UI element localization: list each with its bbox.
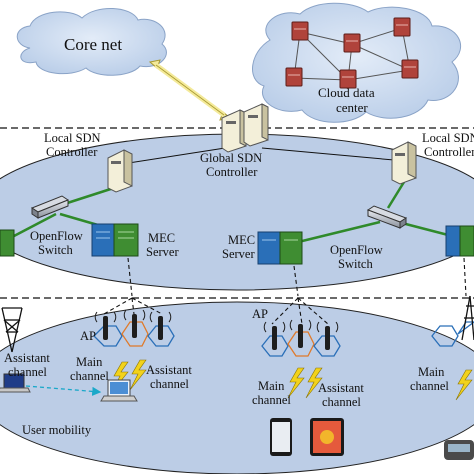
- server-icon: [339, 69, 357, 89]
- server-icon: [285, 67, 303, 87]
- macro-tower-right-icon: [461, 295, 474, 341]
- local-sdn-controller-left-label-line2: Controller: [46, 145, 98, 159]
- mec-server-left-icon: [0, 223, 139, 257]
- tablet-icon: [310, 418, 344, 456]
- antenna-icon: [149, 311, 172, 340]
- ap-mid-label: AP: [252, 307, 268, 321]
- openflow-switch-right-label-line1: OpenFlow: [330, 243, 383, 257]
- antenna-icon: [263, 321, 286, 350]
- user-mobility-label: User mobility: [22, 423, 92, 437]
- smartphone-icon: [270, 418, 292, 456]
- assistant-channel-mid2-label-line2: channel: [322, 395, 361, 409]
- antenna-icons: [94, 309, 339, 350]
- assistant-channel-mid2-label-line1: Assistant: [318, 381, 364, 395]
- assistant-channel-mid-label-line2: channel: [150, 377, 189, 391]
- mec-server-right-label-line1: MEC: [228, 233, 256, 247]
- assistant-channel-left-label-line2: channel: [8, 365, 47, 379]
- global-sdn-controller-label-line2: Controller: [206, 165, 258, 179]
- mec-server-right-icon: [257, 225, 474, 265]
- mec-ap-dashed-links: [103, 257, 467, 325]
- local-sdn-controller-right-label-line1: Local SDN: [422, 131, 474, 145]
- antenna-icon: [316, 321, 339, 350]
- local-sdn-controller-left-icon: [107, 149, 133, 193]
- assistant-channel-mid-label-line1: Assistant: [146, 363, 192, 377]
- antenna-icon: [94, 311, 117, 340]
- main-channel-mid-label-line1: Main: [258, 379, 285, 393]
- laptop-left-icon: [0, 373, 31, 393]
- local-sdn-controller-right-icon: [391, 141, 417, 185]
- server-icon: [291, 21, 309, 41]
- macro-tower-left-icon: [1, 307, 23, 353]
- control-links: [121, 147, 395, 165]
- car-icon: [444, 440, 474, 460]
- cloud-data-center-label-line1: Cloud data: [318, 85, 375, 100]
- ap-cells-mid: [261, 331, 341, 357]
- laptop-right-icon: [100, 379, 138, 402]
- ap-cells-right: [431, 321, 474, 347]
- server-icon: [343, 33, 361, 53]
- mec-server-left-label-line2: Server: [146, 245, 179, 259]
- mec-server-right-label-line2: Server: [222, 247, 255, 261]
- server-icon: [393, 17, 411, 37]
- openflow-switch-right-icon: [366, 205, 408, 229]
- core-to-global-double-arrow: [148, 59, 232, 121]
- main-channel-left-label-line2: channel: [70, 369, 109, 383]
- core-net-label: Core net: [64, 35, 123, 54]
- user-mobility-arrow: [25, 385, 102, 396]
- openflow-switch-left-label-line2: Switch: [38, 243, 73, 257]
- antenna-icon: [123, 309, 146, 338]
- cloud-data-center-label-line2: center: [336, 100, 368, 115]
- openflow-switch-left-icon: [30, 195, 70, 219]
- openflow-switch-right-label-line2: Switch: [338, 257, 373, 271]
- assistant-channel-left-label-line1: Assistant: [4, 351, 50, 365]
- data-center-servers: [285, 17, 419, 89]
- global-sdn-controller-label-line1: Global SDN: [200, 151, 263, 165]
- core-net-cloud: [16, 7, 167, 76]
- server-icon: [401, 59, 419, 79]
- main-channel-mid-label-line2: channel: [252, 393, 291, 407]
- global-sdn-controller-icon: [221, 103, 269, 153]
- openflow-switch-left-label-line1: OpenFlow: [30, 229, 83, 243]
- mec-server-left-label-line1: MEC: [148, 231, 176, 245]
- main-channel-left-label-line1: Main: [76, 355, 103, 369]
- local-sdn-controller-right-label-line2: Controller: [424, 145, 474, 159]
- access-layer-ellipse: [0, 301, 474, 474]
- local-sdn-controller-left-label-line1: Local SDN: [44, 131, 101, 145]
- main-channel-right-label-line1: Main: [418, 365, 445, 379]
- main-channel-right-label-line2: channel: [410, 379, 449, 393]
- ap-left-label: AP: [80, 329, 96, 343]
- antenna-icon: [289, 319, 312, 348]
